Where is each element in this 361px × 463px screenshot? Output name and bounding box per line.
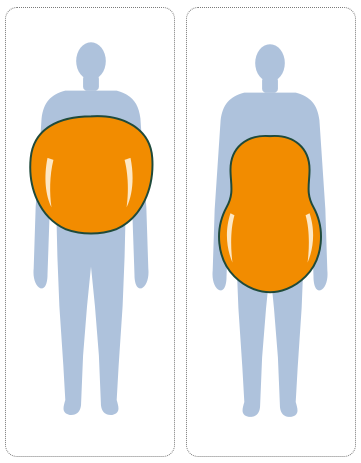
hip-fat-region [219,136,321,292]
pear-shape-illustration [187,8,355,456]
pear-shape-panel [186,7,356,457]
apple-shape-panel [5,7,175,457]
apple-shape-illustration [6,8,174,456]
abdominal-fat-region [30,116,152,233]
